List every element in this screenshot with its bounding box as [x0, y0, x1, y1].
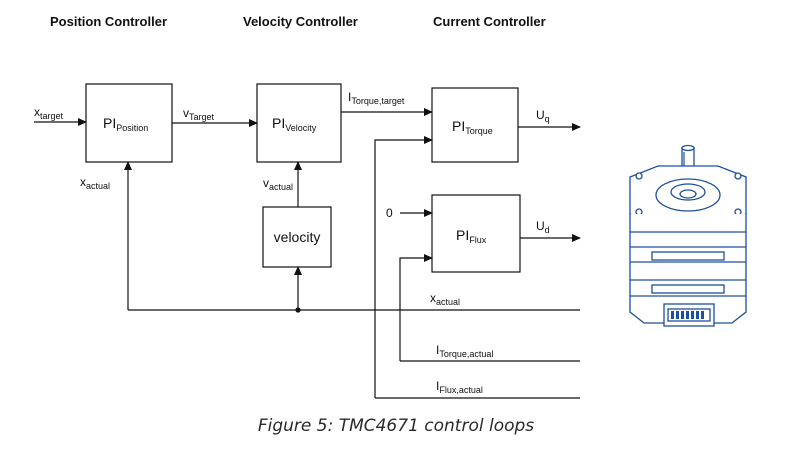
velocity-block: velocity	[262, 206, 332, 268]
svg-text:PITorque: PITorque	[452, 118, 493, 136]
velocity-block-label: velocity	[274, 229, 321, 245]
uq-label: Uq	[536, 108, 550, 124]
pi-flux-main: PI	[456, 227, 469, 243]
svg-text:PIPosition: PIPosition	[103, 115, 148, 133]
pi-torque-main: PI	[452, 118, 465, 134]
pi-velocity-block: PIVelocity	[256, 83, 342, 163]
pi-position-main: PI	[103, 115, 116, 131]
zero-label: 0	[386, 206, 393, 220]
v-target-label: vTarget	[183, 106, 215, 122]
stepper-motor-icon	[629, 144, 747, 327]
heading-current-controller: Current Controller	[433, 14, 546, 29]
svg-text:PIFlux: PIFlux	[456, 227, 487, 245]
v-actual-label: vactual	[263, 176, 293, 192]
x-actual-right-label: xactual	[430, 291, 460, 307]
junction-dot	[295, 307, 301, 313]
svg-text:PIVelocity: PIVelocity	[272, 115, 317, 133]
x-target-label: xtarget	[34, 105, 64, 121]
pi-velocity-sub: Velocity	[285, 123, 317, 133]
x-actual-left-label: xactual	[80, 175, 110, 191]
i-flux-actual-arrow	[374, 136, 433, 398]
pi-flux-block: PIFlux	[431, 194, 521, 273]
pi-flux-sub: Flux	[469, 235, 487, 245]
i-torque-actual-arrow	[399, 254, 433, 361]
pi-velocity-main: PI	[272, 115, 285, 131]
i-torque-target-label: ITorque,target	[348, 90, 405, 106]
pi-torque-block: PITorque	[431, 87, 519, 163]
pi-torque-sub: Torque	[465, 126, 493, 136]
pi-position-block: PIPosition	[85, 83, 173, 163]
i-torque-actual-label: ITorque,actual	[436, 343, 493, 359]
figure-caption: Figure 5: TMC4671 control loops	[258, 416, 534, 436]
pi-position-sub: Position	[116, 123, 148, 133]
heading-position-controller: Position Controller	[50, 14, 167, 29]
heading-velocity-controller: Velocity Controller	[243, 14, 358, 29]
i-flux-actual-label: IFlux,actual	[436, 379, 483, 395]
ud-label: Ud	[536, 219, 550, 235]
